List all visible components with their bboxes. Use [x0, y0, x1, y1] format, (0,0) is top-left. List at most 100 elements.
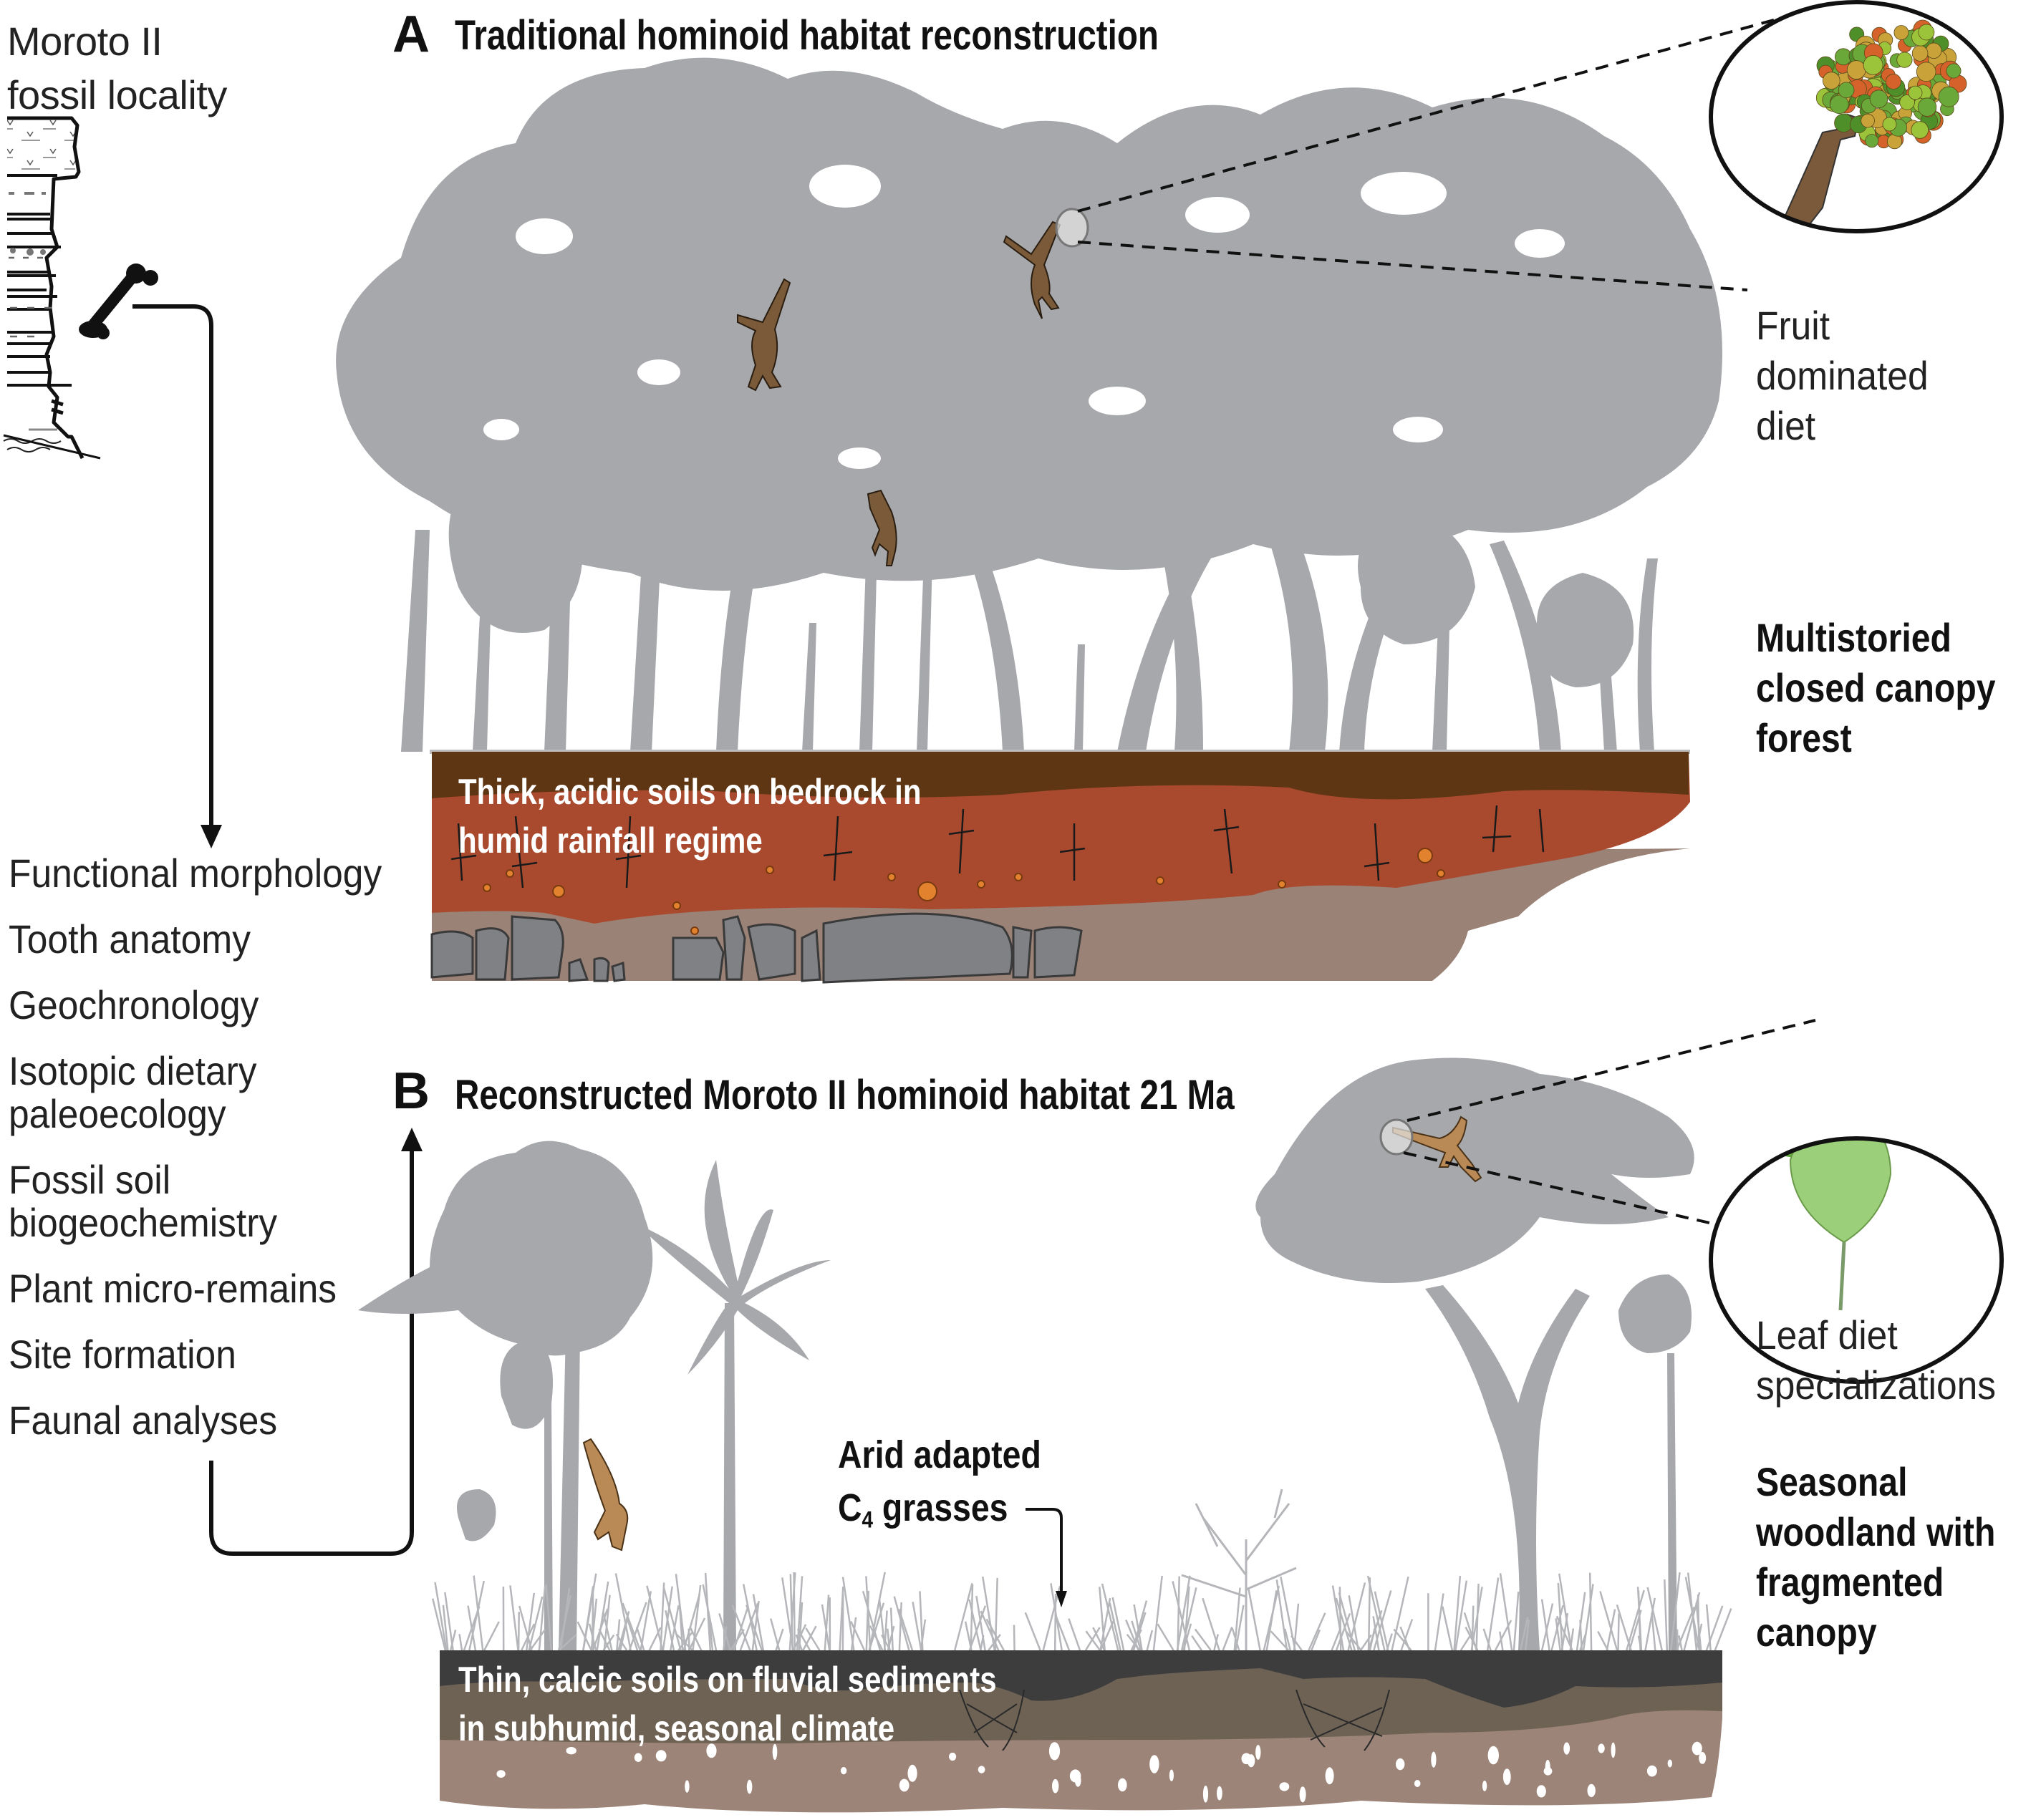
grass-blade	[751, 1600, 760, 1651]
grass-blade	[869, 1625, 884, 1651]
tree-trunk	[544, 501, 573, 752]
grass-blade	[979, 1635, 985, 1651]
panel-b-title: Reconstructed Moroto II hominoid habitat…	[455, 1072, 1235, 1118]
calcium-carbonate-nodule	[907, 1764, 917, 1782]
grass-blade	[1235, 1604, 1245, 1651]
method-item: Faunal analyses	[9, 1398, 278, 1443]
grass-blade	[1157, 1623, 1174, 1651]
locality-title-line-2: fossil locality	[7, 72, 227, 117]
grass-blade	[1569, 1628, 1575, 1651]
grass-blade	[616, 1619, 621, 1651]
fruit	[1846, 60, 1866, 79]
grass-callout-arrow	[1026, 1508, 1067, 1607]
grass-blade	[687, 1628, 690, 1651]
soil-label-line: Thick, acidic soils on bedrock in	[458, 772, 922, 812]
calcium-carbonate-nodule	[1299, 1786, 1306, 1803]
method-item: Site formation	[9, 1332, 236, 1377]
panel-b-habitat-label: Seasonal woodland with fragmented canopy	[1756, 1457, 1995, 1657]
grass-blade	[769, 1618, 781, 1651]
grass-blade	[1374, 1591, 1389, 1651]
grass-blade	[1540, 1599, 1550, 1651]
habitat-label-line: closed canopy	[1756, 665, 1996, 710]
grass-blade	[582, 1573, 597, 1651]
grass-blade	[1344, 1630, 1362, 1651]
grass-blade	[1519, 1617, 1529, 1651]
grass-blade	[1099, 1618, 1116, 1651]
grass-blade	[1085, 1630, 1101, 1651]
grass-blade	[675, 1632, 693, 1651]
grass-blade	[862, 1590, 882, 1651]
ground-grass-b	[431, 1572, 1732, 1651]
grass-blade	[802, 1625, 817, 1651]
grass-blade	[1465, 1626, 1479, 1651]
fruit	[1946, 63, 1962, 79]
leaf-icon-3	[1789, 1138, 1892, 1244]
grass-blade	[841, 1577, 855, 1651]
grass-blade	[1347, 1582, 1366, 1651]
calcium-carbonate-nodule	[978, 1766, 985, 1773]
grass-label-line-1: Arid adapted	[838, 1433, 1041, 1476]
grass-blade	[1275, 1579, 1288, 1651]
grass-blade	[1338, 1587, 1342, 1651]
grass-blade	[1582, 1584, 1594, 1651]
grass-blade	[1637, 1635, 1643, 1651]
fruit	[1863, 55, 1883, 75]
grass-blade	[1092, 1627, 1106, 1651]
grass-blade	[628, 1602, 647, 1651]
grass-blade	[985, 1618, 1005, 1651]
grass-blade	[1579, 1632, 1587, 1651]
grass-blade	[1099, 1597, 1111, 1651]
grass-blade	[1308, 1612, 1326, 1651]
hominoid-a-1	[737, 278, 791, 392]
grass-blade	[824, 1594, 830, 1651]
grass-blade	[1050, 1583, 1063, 1651]
grass-blade	[1263, 1585, 1280, 1651]
grass-blade	[592, 1608, 609, 1651]
grass-blade	[602, 1611, 613, 1651]
calcium-carbonate-nodule	[746, 1779, 753, 1794]
stratigraphic-column	[3, 116, 101, 460]
zoom-focus-circle-a	[1055, 208, 1089, 248]
calcium-carbonate-nodule	[706, 1743, 717, 1758]
grass-blade	[1283, 1628, 1292, 1651]
fruit	[1893, 25, 1909, 40]
grass-blade	[646, 1585, 664, 1651]
calcium-carbonate-nodule	[1202, 1785, 1209, 1803]
panel-b-woodland	[358, 1057, 1694, 1654]
grass-blade	[1617, 1613, 1620, 1651]
grass-blade	[1676, 1607, 1695, 1651]
grass-blade	[839, 1586, 844, 1651]
grass-blade	[1369, 1628, 1376, 1651]
calcium-carbonate-nodule	[1646, 1765, 1657, 1777]
hominoid-b-1	[582, 1438, 629, 1552]
grass-blade	[473, 1575, 484, 1651]
locality-title: Moroto II fossil locality	[7, 14, 227, 122]
grass-blade	[1311, 1629, 1321, 1651]
grass-blade	[660, 1582, 665, 1651]
grass-blade	[1024, 1612, 1041, 1651]
method-item-line: paleoecology	[9, 1091, 226, 1136]
grass-label-c: C	[838, 1486, 862, 1529]
grass-blade	[805, 1627, 821, 1651]
calcium-carbonate-nodule	[1667, 1759, 1672, 1768]
grass-blade	[1579, 1620, 1583, 1651]
grass-blade	[1126, 1634, 1141, 1651]
grass-blade	[968, 1599, 982, 1651]
grass-blade	[1270, 1630, 1290, 1651]
method-item: Plant micro-remains	[9, 1266, 337, 1311]
grass-blade	[708, 1620, 714, 1651]
panel-a-diet-label: Fruit dominated diet	[1756, 301, 1929, 451]
grass-blade	[1599, 1591, 1618, 1651]
soil-a-topsoil	[432, 752, 1689, 800]
fruit	[1911, 121, 1929, 139]
grass-blade	[458, 1634, 463, 1651]
palm-tree	[723, 1303, 736, 1650]
grass-blade	[742, 1584, 758, 1651]
fruit	[1911, 45, 1929, 62]
grass-blade	[1558, 1573, 1573, 1651]
method-item-line: Isotopic dietary	[9, 1048, 257, 1093]
panel-b-soil-label: Thin, calcic soils on fluvial sediments …	[458, 1655, 997, 1753]
grass-blade	[1132, 1600, 1148, 1651]
habitat-label-line: fragmented	[1756, 1559, 1944, 1604]
